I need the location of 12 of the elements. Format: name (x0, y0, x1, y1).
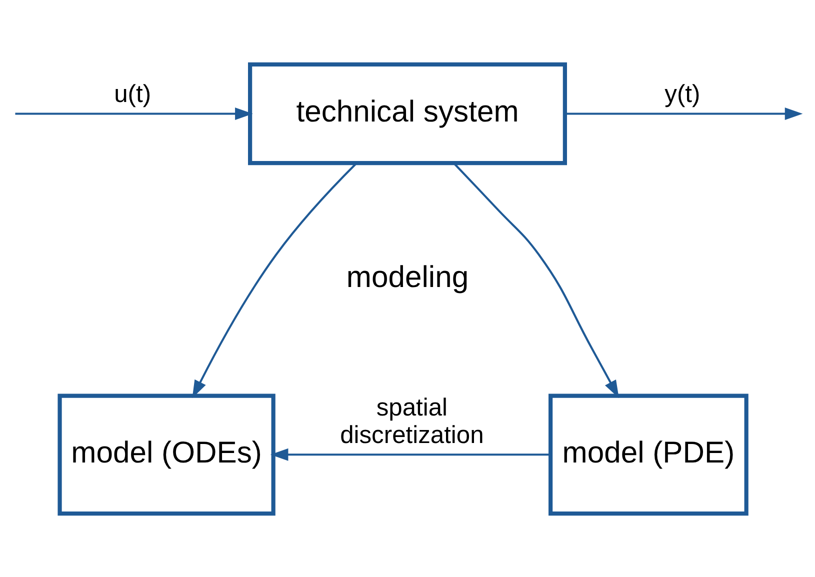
node-box: technical system (248, 62, 567, 165)
arrow (15, 107, 253, 120)
node-box: model (PDE) (548, 393, 748, 516)
edge-label: spatial discretization (340, 394, 484, 448)
arrow (453, 162, 619, 398)
arrow (270, 448, 550, 460)
edge-label: u(t) (114, 80, 152, 108)
edge-label: y(t) (664, 80, 700, 108)
label: modeling (346, 260, 469, 294)
node-box: model (ODEs) (58, 393, 276, 516)
arrow (192, 162, 357, 398)
arrow (565, 107, 803, 120)
